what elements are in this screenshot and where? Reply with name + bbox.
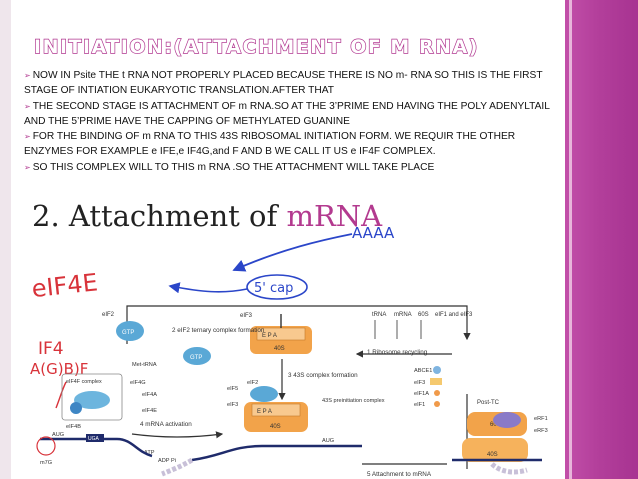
label-eif1-eif3: eIF1 and eIF3 [435, 312, 473, 318]
label-eif2-pic: eIF2 [247, 380, 258, 386]
label-60s: 60S [418, 312, 429, 318]
step-1-label: 1 Ribosome recycling [367, 349, 428, 356]
figure-heading: 2. Attachment of mRNA [32, 199, 383, 233]
label-aug-2: AUG [322, 438, 334, 444]
bullet-arrow-icon: ➢ [24, 162, 31, 172]
label-60s-post: 60S [490, 422, 501, 428]
paragraph-text: NOW IN Psite THE t RNA NOT PROPERLY PLAC… [24, 70, 543, 97]
pic-factor-shape [250, 386, 278, 402]
factor-eif4e-shape [70, 402, 82, 414]
handwritten-eif4e: eIF4E [30, 268, 99, 303]
label-eif3-pic: eIF3 [227, 402, 238, 408]
polya-tail-post [490, 462, 528, 475]
factor-eif1-shape [434, 401, 440, 407]
label-met-trna: Met-tRNA [132, 362, 157, 368]
label-eif4f-complex: eIF4F complex [66, 379, 102, 385]
ternary-complex-shape [183, 347, 211, 365]
bullet-paragraph: ➢NOW IN Psite THE t RNA NOT PROPERLY PLA… [24, 68, 564, 99]
factor-eif3-shape [430, 378, 442, 385]
label-eif4b: eIF4B [66, 424, 81, 430]
label-40s-pic: 40S [270, 424, 281, 430]
label-aug: AUG [52, 432, 64, 438]
mrna-strand-left [40, 437, 153, 458]
factor-eif1a-shape [434, 390, 440, 396]
label-eif4g: eIF4G [130, 380, 146, 386]
step-2-label: 2 eIF2 ternary complex formation [172, 327, 265, 334]
label-40s-post: 40S [487, 452, 498, 458]
left-edge-strip [0, 0, 11, 479]
label-40s-top: 40S [274, 346, 285, 352]
figure-heading-text: 2. Attachment of [32, 199, 286, 233]
label-gtp-2: GTP [190, 355, 202, 361]
paragraph-text: SO THIS COMPLEX WILL TO THIS m RNA .SO T… [32, 161, 435, 173]
label-uga: UGA [88, 436, 100, 442]
label-adp: ADP Pi [158, 458, 176, 464]
label-eif1: eIF1 [414, 402, 425, 408]
bullet-paragraph: ➢FOR THE BINDING OF m RNA TO THIS 43S RI… [24, 129, 564, 160]
label-trna: tRNA [372, 312, 386, 318]
label-eif3-top: eIF3 [240, 313, 253, 319]
paragraph-text: FOR THE BINDING OF m RNA TO THIS 43S RIB… [24, 131, 516, 158]
label-m7g: m7G [40, 460, 52, 466]
label-eif2: eIF2 [102, 312, 115, 318]
step-3-label: 3 43S complex formation [288, 372, 358, 379]
polya-tail-beads [161, 457, 194, 477]
decorative-side-band [565, 0, 638, 479]
bullet-arrow-icon: ➢ [24, 132, 31, 142]
handwritten-polya: AAAA [352, 224, 395, 242]
uga-codon-box [86, 434, 104, 442]
bullet-arrow-icon: ➢ [24, 71, 31, 80]
handwritten-cap-circle [246, 274, 308, 300]
ribosome-40s-post [462, 438, 528, 462]
label-eif4a: eIF4A [142, 392, 157, 398]
label-erf3: eRF3 [534, 428, 548, 434]
label-eif1a: eIF1A [414, 391, 429, 397]
handwritten-polya-arrow [232, 233, 353, 272]
step-4-arrow [131, 431, 224, 439]
mrna-strand-activated [191, 444, 362, 462]
bullet-arrow-icon: ➢ [24, 101, 31, 111]
handwritten-if4: IF4 [38, 339, 64, 359]
label-abce1: ABCE1 [414, 368, 432, 374]
label-mrna: mRNA [394, 312, 412, 318]
handwritten-cap-arrow [168, 282, 248, 294]
release-factor-shape [493, 412, 521, 428]
step-5-label: 5 Attachment to mRNA [367, 471, 432, 478]
figure-heading-mrna: mRNA [286, 199, 383, 233]
label-erf1: eRF1 [534, 416, 548, 422]
handwritten-cap-label: 5' cap [254, 281, 293, 296]
label-eif3-mid: eIF3 [414, 380, 425, 386]
label-43s-pic: 43S preinitiation complex [322, 398, 385, 404]
factor-eif2-shape [116, 321, 144, 341]
label-atp: ATP [144, 450, 155, 456]
eif4f-box [61, 373, 123, 421]
decorative-band-line [569, 0, 572, 479]
bullet-paragraph: ➢SO THIS COMPLEX WILL TO THIS m RNA .SO … [24, 160, 564, 175]
pic-site-letters: E P A [257, 409, 272, 415]
factor-eif4g-shape [74, 391, 110, 409]
mrna-attachment-figure: 2. Attachment of mRNA eIF4E AAAA 5' cap … [30, 199, 548, 478]
paragraph-text: THE SECOND STAGE IS ATTACHMENT OF m RNA.… [24, 100, 550, 127]
handwritten-if4-subunits: A(G)B)F [30, 360, 88, 378]
trna-site-letters: E P A [262, 333, 277, 339]
label-eif5: eIF5 [227, 386, 238, 392]
slide-title: INITIATION:(ATTACHMENT OF M RNA) [33, 35, 479, 58]
label-gtp: GTP [122, 330, 134, 336]
bullet-paragraph: ➢THE SECOND STAGE IS ATTACHMENT OF m RNA… [24, 99, 564, 130]
recycle-branch [374, 320, 422, 339]
label-eif4e: eIF4E [142, 408, 157, 414]
slide-body: ➢NOW IN Psite THE t RNA NOT PROPERLY PLA… [24, 68, 564, 175]
pic-site-box [251, 403, 301, 417]
cap-loop-shape [36, 436, 56, 456]
factor-abce1-shape [433, 366, 441, 374]
step-4-label: 4 mRNA activation [140, 421, 192, 428]
label-post-tc: Post-TC [477, 400, 500, 406]
handwritten-connector [55, 381, 67, 409]
